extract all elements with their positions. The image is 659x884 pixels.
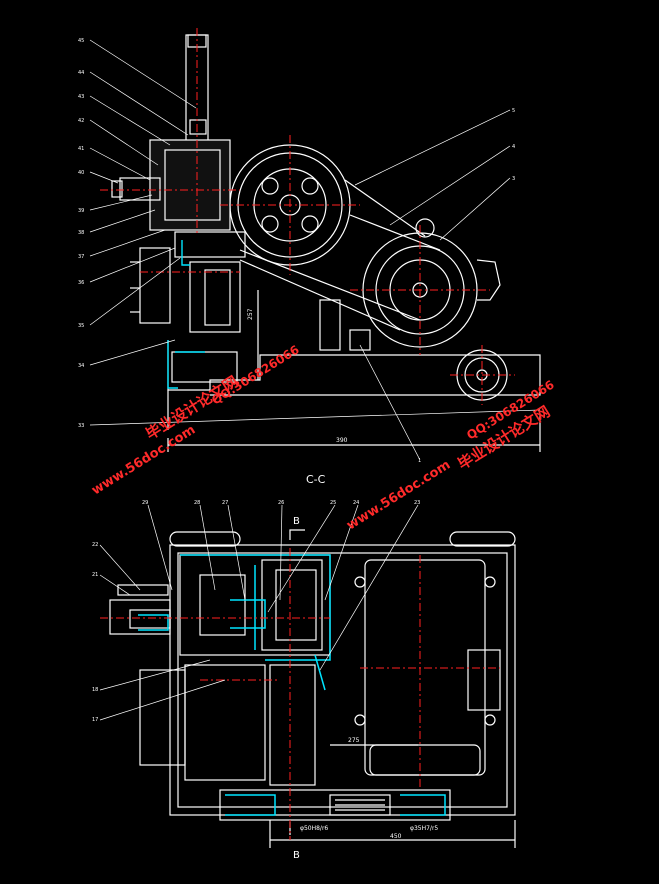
section-label: C-C (306, 473, 326, 486)
top-view (111, 34, 541, 452)
leader-label: 35 (78, 323, 84, 329)
leader-label: 33 (78, 423, 84, 429)
leader-label: 43 (78, 94, 84, 100)
leader-label: 41 (78, 146, 84, 152)
bottom-shaft (219, 789, 451, 821)
leader-label: 38 (78, 230, 84, 236)
top-leaders (89, 39, 541, 461)
leader-label: 24 (353, 500, 359, 506)
base-frame (167, 340, 541, 396)
leader-label: 36 (78, 280, 84, 286)
leader-label: 23 (414, 500, 420, 506)
view-marker-bottom: B (293, 850, 300, 861)
leader-label: 21 (92, 572, 98, 578)
leader-label: 44 (78, 70, 84, 76)
fit-left: φ50H8/r6 (300, 825, 328, 832)
leader-label: 4 (512, 144, 515, 150)
leader-label: 29 (142, 500, 148, 506)
dim-top-width: 390 (336, 437, 348, 444)
bottom-view (109, 529, 516, 848)
leader-label: 26 (278, 500, 284, 506)
bottom-section-hatch (138, 554, 446, 816)
leader-label: 25 (330, 500, 336, 506)
dim-bottom-inner: 275 (348, 737, 360, 744)
upper-housing (149, 139, 231, 231)
leader-label: 42 (78, 118, 84, 124)
top-centerlines (100, 28, 515, 405)
bottom-leader-labels: 29 28 27 26 25 24 23 22 21 18 17 (92, 500, 420, 723)
belt (344, 179, 426, 237)
leader-label: 5 (512, 108, 515, 114)
leader-label: 18 (92, 687, 98, 693)
bottom-centerlines (100, 548, 500, 840)
top-leader-labels: 45 44 43 42 41 40 39 38 37 36 35 34 33 5… (78, 38, 515, 464)
leader-label: 22 (92, 542, 98, 548)
leader-label: 39 (78, 208, 84, 214)
dim-bottom-width: 450 (390, 833, 402, 840)
leader-label: 3 (512, 176, 515, 182)
leader-label: 17 (92, 717, 98, 723)
bottom-leaders (99, 504, 419, 721)
leader-label: 34 (78, 363, 84, 369)
leader-label: 28 (194, 500, 200, 506)
leader-label: 45 (78, 38, 84, 44)
leader-label: 27 (222, 500, 228, 506)
leader-label: 1 (418, 458, 421, 464)
view-marker-top: B (293, 516, 300, 527)
dim-top-height: 257 (247, 308, 254, 320)
fit-right: φ35H7/r5 (410, 825, 438, 832)
leader-label: 37 (78, 254, 84, 260)
leader-label: 40 (78, 170, 84, 176)
top-section-hatch (167, 240, 205, 389)
